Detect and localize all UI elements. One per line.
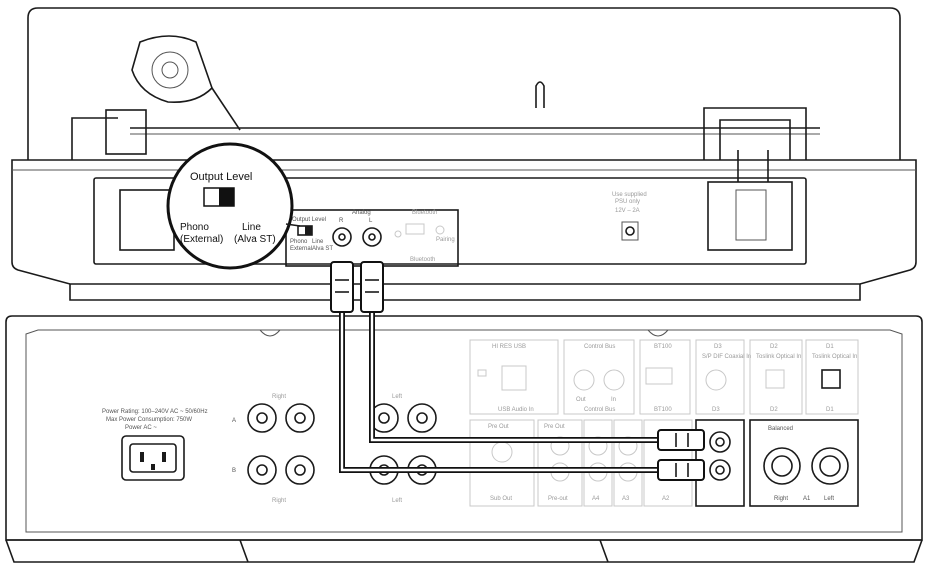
switch-title-small: Output Level xyxy=(292,217,326,223)
speaker-terminal-a-right-pos[interactable] xyxy=(247,403,277,433)
power-rating: Power Rating: 100–240V AC ~ 50/60Hz xyxy=(102,409,208,415)
left-bottom-label: Left xyxy=(392,498,402,504)
xlr-left[interactable] xyxy=(811,447,849,485)
rca-plug-top-left xyxy=(360,261,384,313)
rca-plug-amp-left xyxy=(657,429,705,451)
balanced-label: Balanced xyxy=(768,426,793,432)
a2-jack-right[interactable] xyxy=(709,431,731,453)
pairing-button[interactable] xyxy=(435,225,445,235)
analog-header: Analog xyxy=(352,210,371,216)
hinge-right xyxy=(707,181,793,251)
amplifier: Power Rating: 100–240V AC ~ 50/60Hz Max … xyxy=(5,315,923,563)
a4-label: A4 xyxy=(592,496,600,502)
sub-out-label: Sub Out xyxy=(490,496,512,502)
preout-label: Pre-out xyxy=(548,496,568,502)
speakers-b-label: B xyxy=(232,468,236,474)
left-top-label: Left xyxy=(392,394,402,400)
control-in-label: In xyxy=(611,397,616,403)
power-note-2: PSU only xyxy=(615,199,640,205)
power-note-1: Use supplied xyxy=(612,192,647,198)
zoom-line-label: Line xyxy=(242,222,261,233)
control-label: Control Bus xyxy=(584,407,615,413)
phono-sub-small: External xyxy=(290,246,312,252)
usb-label: USB Audio In xyxy=(498,407,534,413)
right-bottom-label: Right xyxy=(272,498,286,504)
line-sub-small: Alva ST xyxy=(312,246,333,252)
zoom-title: Output Level xyxy=(190,171,252,183)
d1-sub: Toslink Optical In xyxy=(812,354,857,360)
d3-sub: S/P DIF Coaxial In xyxy=(702,354,751,360)
bt100-usb-port[interactable] xyxy=(645,367,673,385)
rca-plug-amp-right xyxy=(657,459,705,481)
xlr-left-label: Left xyxy=(824,496,834,502)
power-note-3: 12V – 2A xyxy=(615,208,640,214)
a1-balanced-box xyxy=(749,419,859,507)
d2-label: D2 xyxy=(770,407,778,413)
turntable: Output Level Phono External Line Alva ST… xyxy=(11,7,917,301)
rca-cable xyxy=(330,261,705,481)
zoom-phono-sub: (External) xyxy=(180,234,223,245)
zoom-line-sub: (Alva ST) xyxy=(234,234,276,245)
a1-label: A1 xyxy=(803,496,811,502)
sub-out-jack[interactable] xyxy=(491,441,513,463)
xlr-right-label: Right xyxy=(774,496,788,502)
control-header: Control Bus xyxy=(584,344,615,350)
speakers-a-label: A xyxy=(232,418,236,424)
d2-header: D2 xyxy=(770,344,778,350)
d1-label: D1 xyxy=(826,407,834,413)
jack-l-label: L xyxy=(369,218,373,224)
d3-label: D3 xyxy=(712,407,720,413)
usb-header: HI RES USB xyxy=(492,344,526,350)
right-top-label: Right xyxy=(272,394,286,400)
control-bus-out[interactable] xyxy=(603,369,625,391)
rca-output-right[interactable] xyxy=(332,227,352,247)
bt100-header: BT100 xyxy=(654,344,672,350)
turntable-back-panel xyxy=(93,177,807,265)
amplifier-chassis xyxy=(5,315,923,541)
dust-cover xyxy=(27,7,901,160)
a2-label: A2 xyxy=(662,496,670,502)
a2-jack-left[interactable] xyxy=(709,459,731,481)
zoom-phono-label: Phono xyxy=(180,222,209,233)
d3-coaxial-input[interactable] xyxy=(705,369,727,391)
sub-header: Pre Out xyxy=(488,424,509,430)
d3-header: D3 xyxy=(714,344,722,350)
d1-header: D1 xyxy=(826,344,834,350)
rca-plug-top-right xyxy=(330,261,354,313)
phono-label-small: Phono xyxy=(290,239,308,245)
jack-r-label: R xyxy=(339,218,344,224)
speaker-terminal-b-right-pos[interactable] xyxy=(247,455,277,485)
d1-optical-input[interactable] xyxy=(821,369,841,389)
dc-power-socket[interactable] xyxy=(625,226,635,236)
cable-left-channel xyxy=(369,312,660,443)
speaker-terminal-a-right-neg[interactable] xyxy=(285,403,315,433)
preout-header: Pre Out xyxy=(544,424,565,430)
digital-input-row: HI RES USB USB Audio In Control Bus Out … xyxy=(469,339,859,415)
rca-output-left[interactable] xyxy=(362,227,382,247)
bluetooth-footer: Bluetooth xyxy=(410,257,435,263)
a3-label: A3 xyxy=(622,496,630,502)
control-bus-in[interactable] xyxy=(573,369,595,391)
amplifier-foot-left xyxy=(239,539,609,563)
pairing-label: Pairing xyxy=(436,237,455,243)
power-consumption: Max Power Consumption: 750W xyxy=(106,417,192,423)
control-out-label: Out xyxy=(576,397,586,403)
iec-power-inlet[interactable] xyxy=(121,435,185,481)
line-label-small: Line xyxy=(312,239,324,245)
bt100-label: BT100 xyxy=(654,407,672,413)
d2-sub: Toslink Optical In xyxy=(756,354,801,360)
usb-b-port[interactable] xyxy=(501,365,527,391)
xlr-right[interactable] xyxy=(763,447,801,485)
power-ac-label: Power AC ~ xyxy=(125,425,157,431)
zoom-callout: Output Level Phono (External) Line (Alva… xyxy=(166,142,301,270)
d2-optical-input[interactable] xyxy=(765,369,785,389)
speaker-terminal-b-right-neg[interactable] xyxy=(285,455,315,485)
tonearm xyxy=(131,35,213,104)
speaker-terminal-a-left-neg[interactable] xyxy=(407,403,437,433)
bluetooth-header: Bluetooth xyxy=(412,210,437,216)
